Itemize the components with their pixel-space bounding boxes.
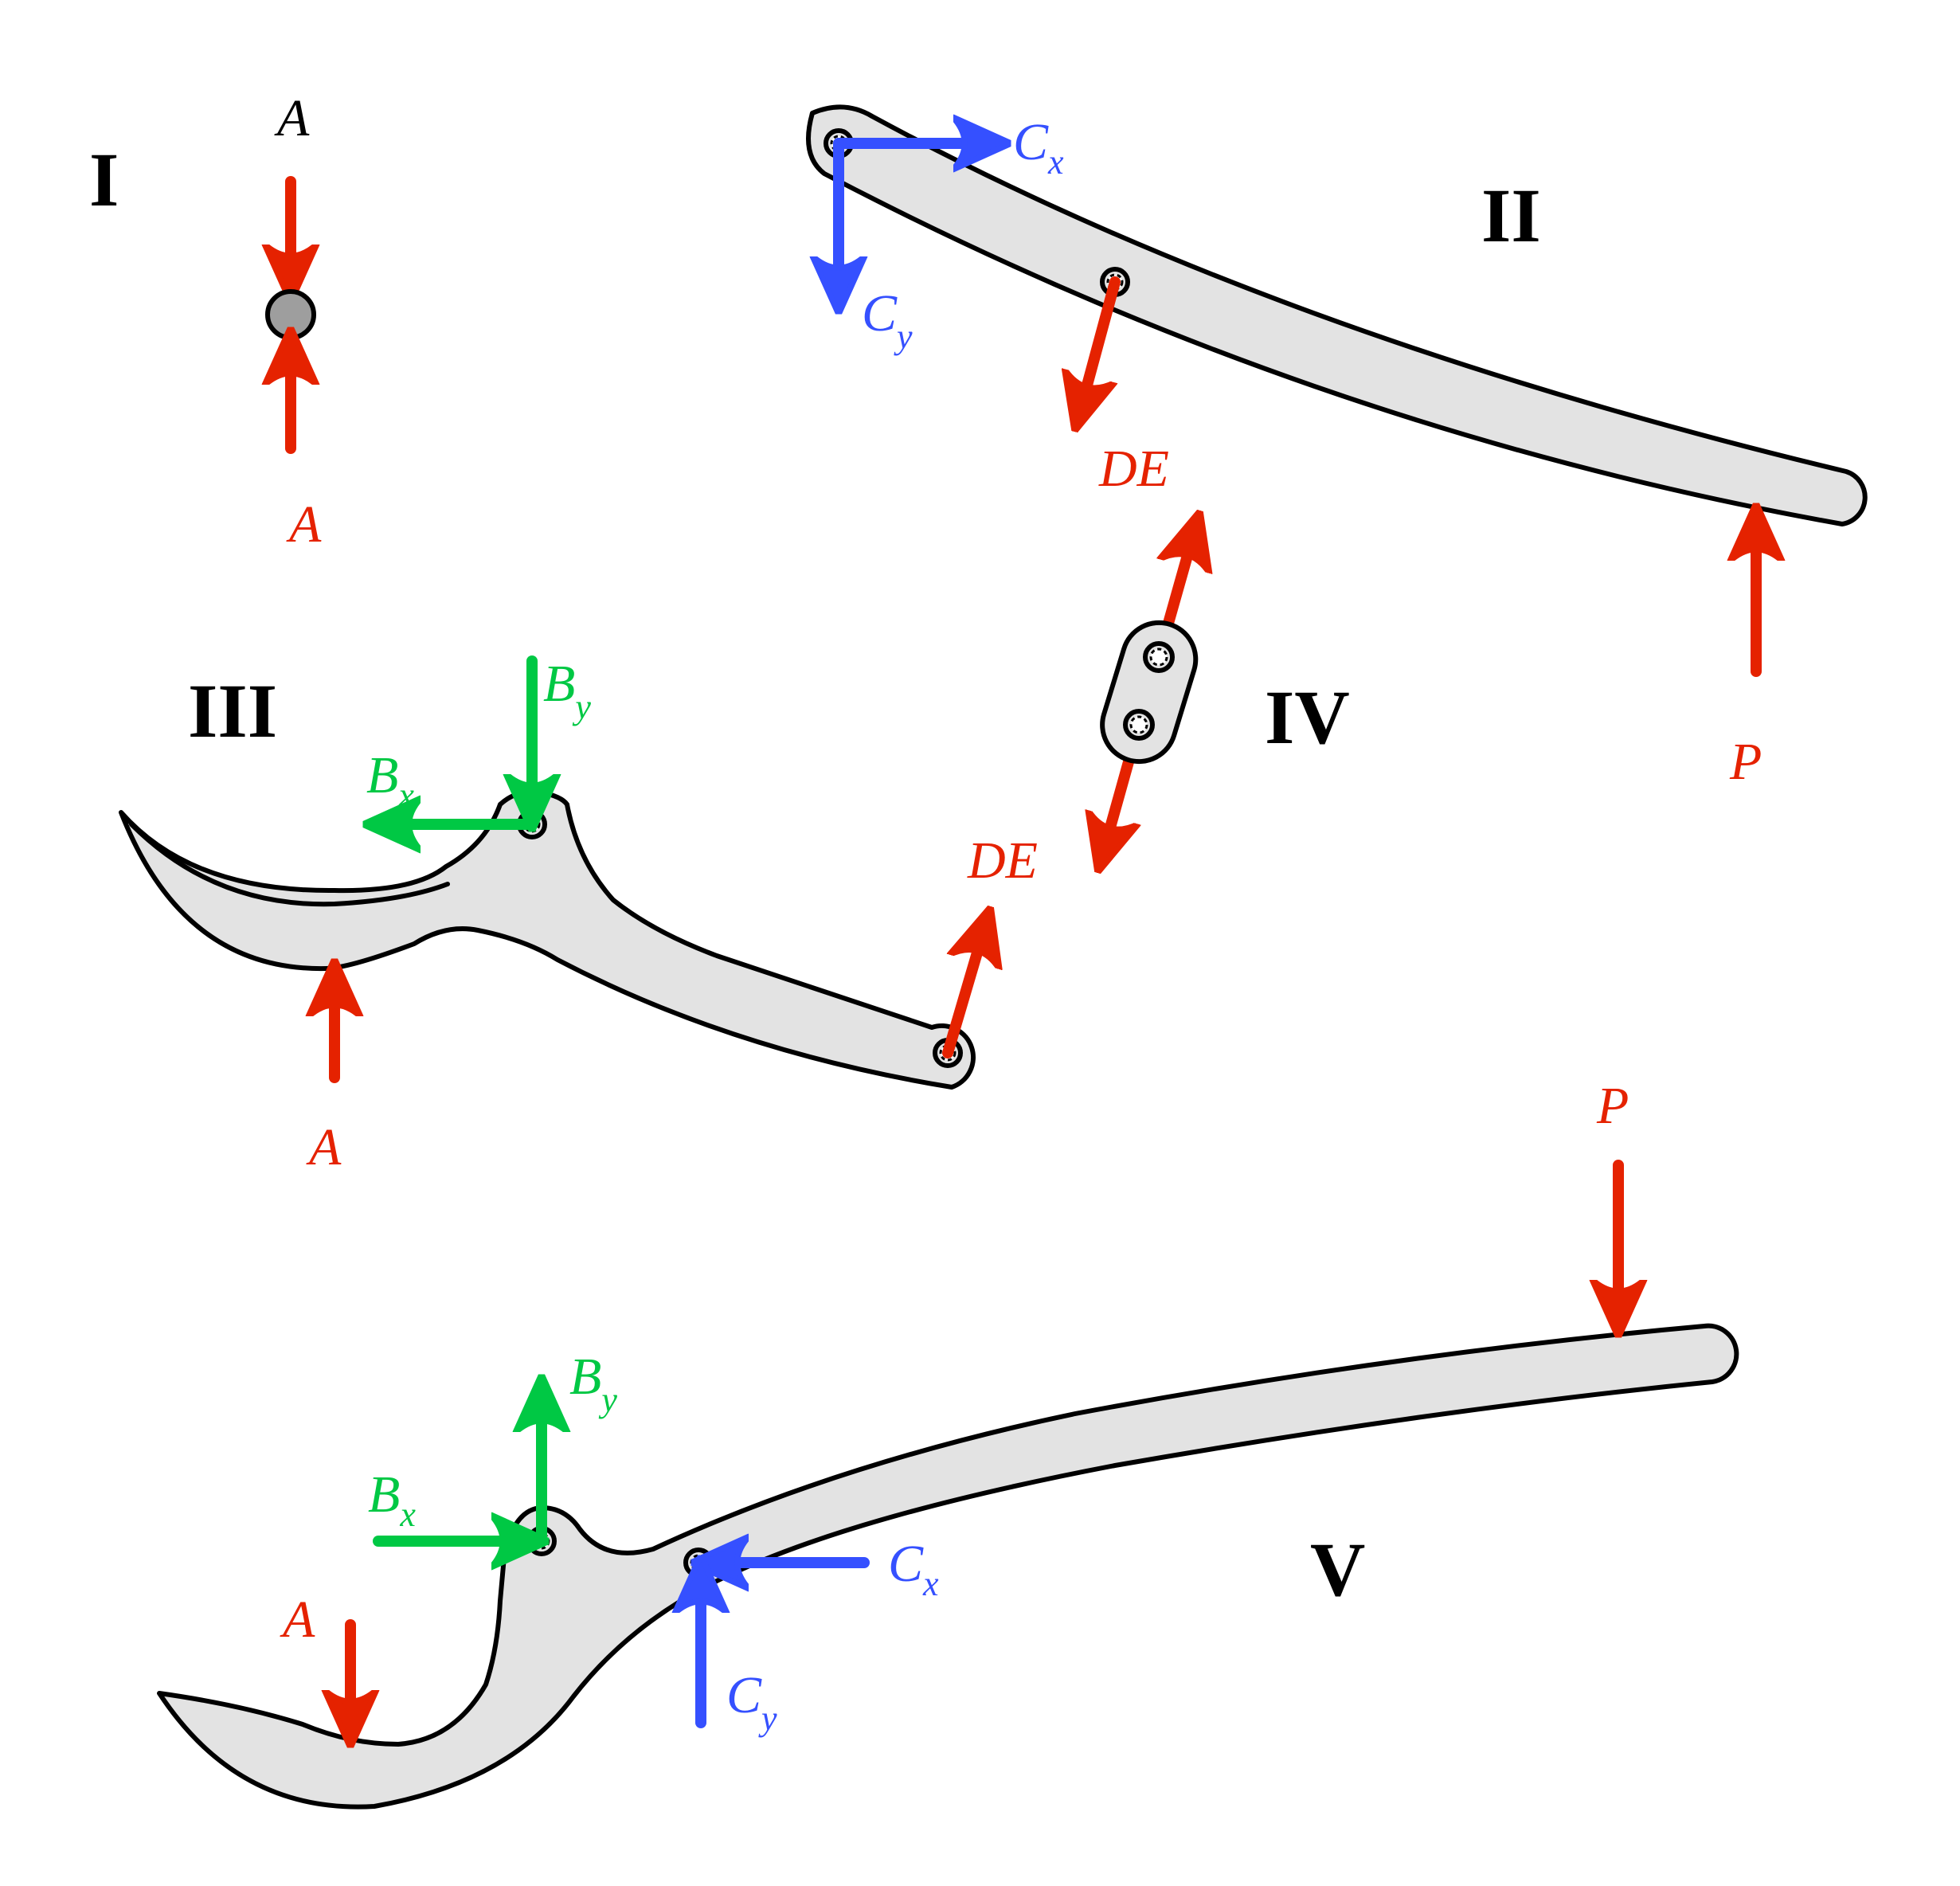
- force-arrow-de-upper: [1078, 276, 1121, 421]
- pin-ball-a: [265, 289, 316, 340]
- force-label-bx-lower: Bx: [368, 1465, 416, 1534]
- panel-v: By Bx A Cx Cy P V: [157, 1077, 1739, 1810]
- force-label-de-blade: DE: [967, 831, 1038, 890]
- force-label-p-upper: P: [1729, 733, 1762, 791]
- panel-i: I A A: [89, 89, 322, 554]
- upper-handle-body: [806, 104, 1868, 526]
- panel-label-ii: II: [1481, 173, 1541, 258]
- pin-link-top: [1143, 641, 1175, 673]
- lower-jaw-body: [157, 1323, 1739, 1810]
- panel-ii: II Cx Cy DE P: [806, 104, 1868, 791]
- force-label-cy-lower: Cy: [726, 1666, 777, 1738]
- force-label-cx: Cx: [1013, 113, 1064, 182]
- force-label-p-lower: P: [1596, 1077, 1629, 1135]
- panel-label-iv: IV: [1265, 675, 1350, 760]
- force-label-a-blade: A: [306, 1118, 342, 1176]
- panel-iii: III By Bx A DE: [119, 655, 1038, 1176]
- force-label-a-bottom: A: [286, 495, 322, 554]
- blade-edge-line: [129, 822, 450, 907]
- force-label-by-blade: By: [543, 655, 591, 726]
- force-arrow-de-blade: [942, 918, 988, 1058]
- force-label-de-upper: DE: [1098, 440, 1169, 498]
- panel-label-iii: III: [188, 668, 277, 753]
- panel-iv: IV: [1093, 522, 1350, 862]
- force-label-by-lower: By: [569, 1348, 617, 1419]
- force-label-cx-lower: Cx: [888, 1535, 939, 1603]
- link-de-body: [1100, 620, 1199, 765]
- blade-body: [119, 789, 976, 1090]
- force-label-a-top: A: [274, 89, 310, 147]
- panel-label-i: I: [89, 137, 119, 222]
- pin-link-bottom: [1123, 709, 1155, 741]
- force-label-cy: Cy: [862, 284, 913, 356]
- force-label-a-lower: A: [280, 1591, 315, 1649]
- force-label-bx-blade: Bx: [366, 746, 414, 815]
- panel-label-v: V: [1310, 1527, 1365, 1612]
